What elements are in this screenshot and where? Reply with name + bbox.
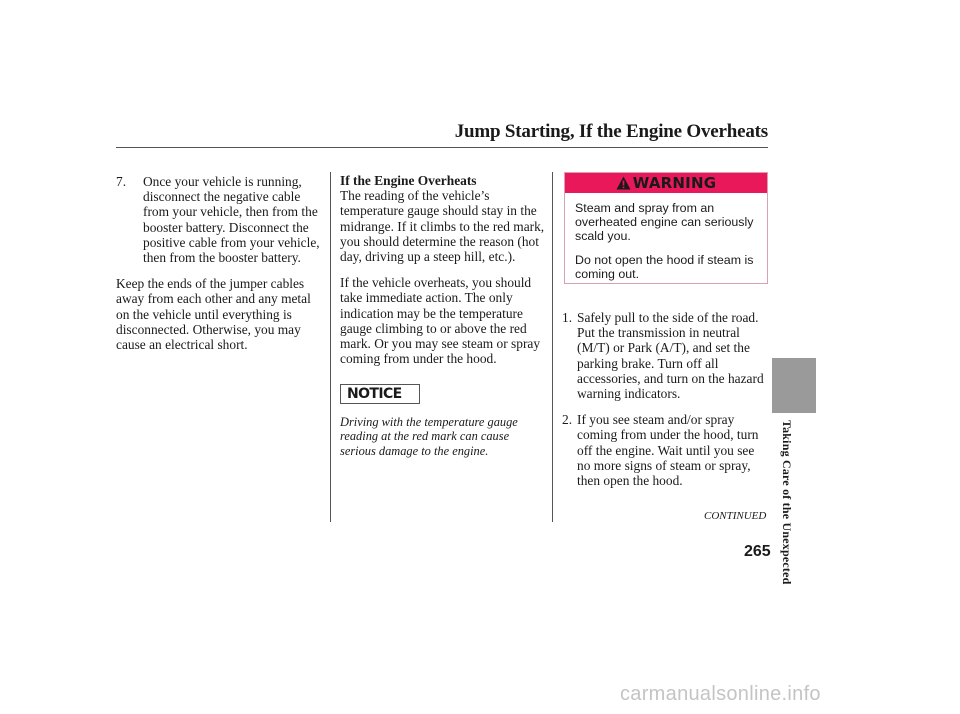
step-1: 1. Safely pull to the side of the road. … bbox=[562, 310, 768, 401]
step-7-number: 7. bbox=[116, 174, 127, 189]
overheat-paragraph: If the vehicle overheats, you should tak… bbox=[340, 275, 541, 367]
step-2-text: If you see steam and/or spray coming fro… bbox=[577, 412, 759, 489]
warning-paragraph-1: Steam and spray from an overheated engin… bbox=[575, 201, 754, 243]
jumper-cable-paragraph: Keep the ends of the jumper cables away … bbox=[116, 276, 311, 353]
step-1-number: 1. bbox=[562, 310, 573, 325]
warning-header: WARNING bbox=[565, 173, 767, 193]
section-tab bbox=[772, 358, 816, 413]
warning-text: Steam and spray from an overheated engin… bbox=[565, 193, 767, 281]
watermark: carmanualsonline.info bbox=[620, 683, 821, 705]
column-divider-2 bbox=[552, 172, 553, 522]
step-7: 7. Once your vehicle is running, disconn… bbox=[116, 174, 324, 265]
step-1-text: Safely pull to the side of the road. Put… bbox=[577, 310, 764, 402]
warning-paragraph-2: Do not open the hood if steam is coming … bbox=[575, 253, 754, 281]
column-2: If the Engine Overheats The reading of t… bbox=[340, 173, 546, 366]
section-heading: If the Engine Overheats bbox=[340, 173, 477, 188]
step-2: 2. If you see steam and/or spray coming … bbox=[562, 412, 768, 488]
column-3-steps: 1. Safely pull to the side of the road. … bbox=[562, 310, 768, 488]
warning-label: WARNING bbox=[632, 174, 717, 192]
section-side-label: Taking Care of the Unexpected bbox=[780, 420, 796, 650]
warning-box: WARNING Steam and spray from an overheat… bbox=[564, 172, 768, 284]
temperature-paragraph: The reading of the vehicle’s temperature… bbox=[340, 188, 545, 265]
side-label-text: Taking Care of the Unexpected bbox=[780, 420, 794, 585]
step-2-number: 2. bbox=[562, 412, 573, 428]
continued-label: CONTINUED bbox=[704, 510, 767, 522]
page-number: 265 bbox=[744, 543, 771, 560]
notice-text: Driving with the temperature gauge readi… bbox=[340, 415, 518, 458]
column-1: 7. Once your vehicle is running, disconn… bbox=[116, 174, 324, 352]
notice-label: NOTICE bbox=[340, 384, 420, 404]
step-7-text: Once your vehicle is running, disconnect… bbox=[143, 174, 320, 266]
title-rule bbox=[116, 147, 768, 148]
page-title: Jump Starting, If the Engine Overheats bbox=[454, 121, 768, 142]
warning-triangle-icon bbox=[616, 176, 631, 190]
column-divider-1 bbox=[330, 172, 331, 522]
